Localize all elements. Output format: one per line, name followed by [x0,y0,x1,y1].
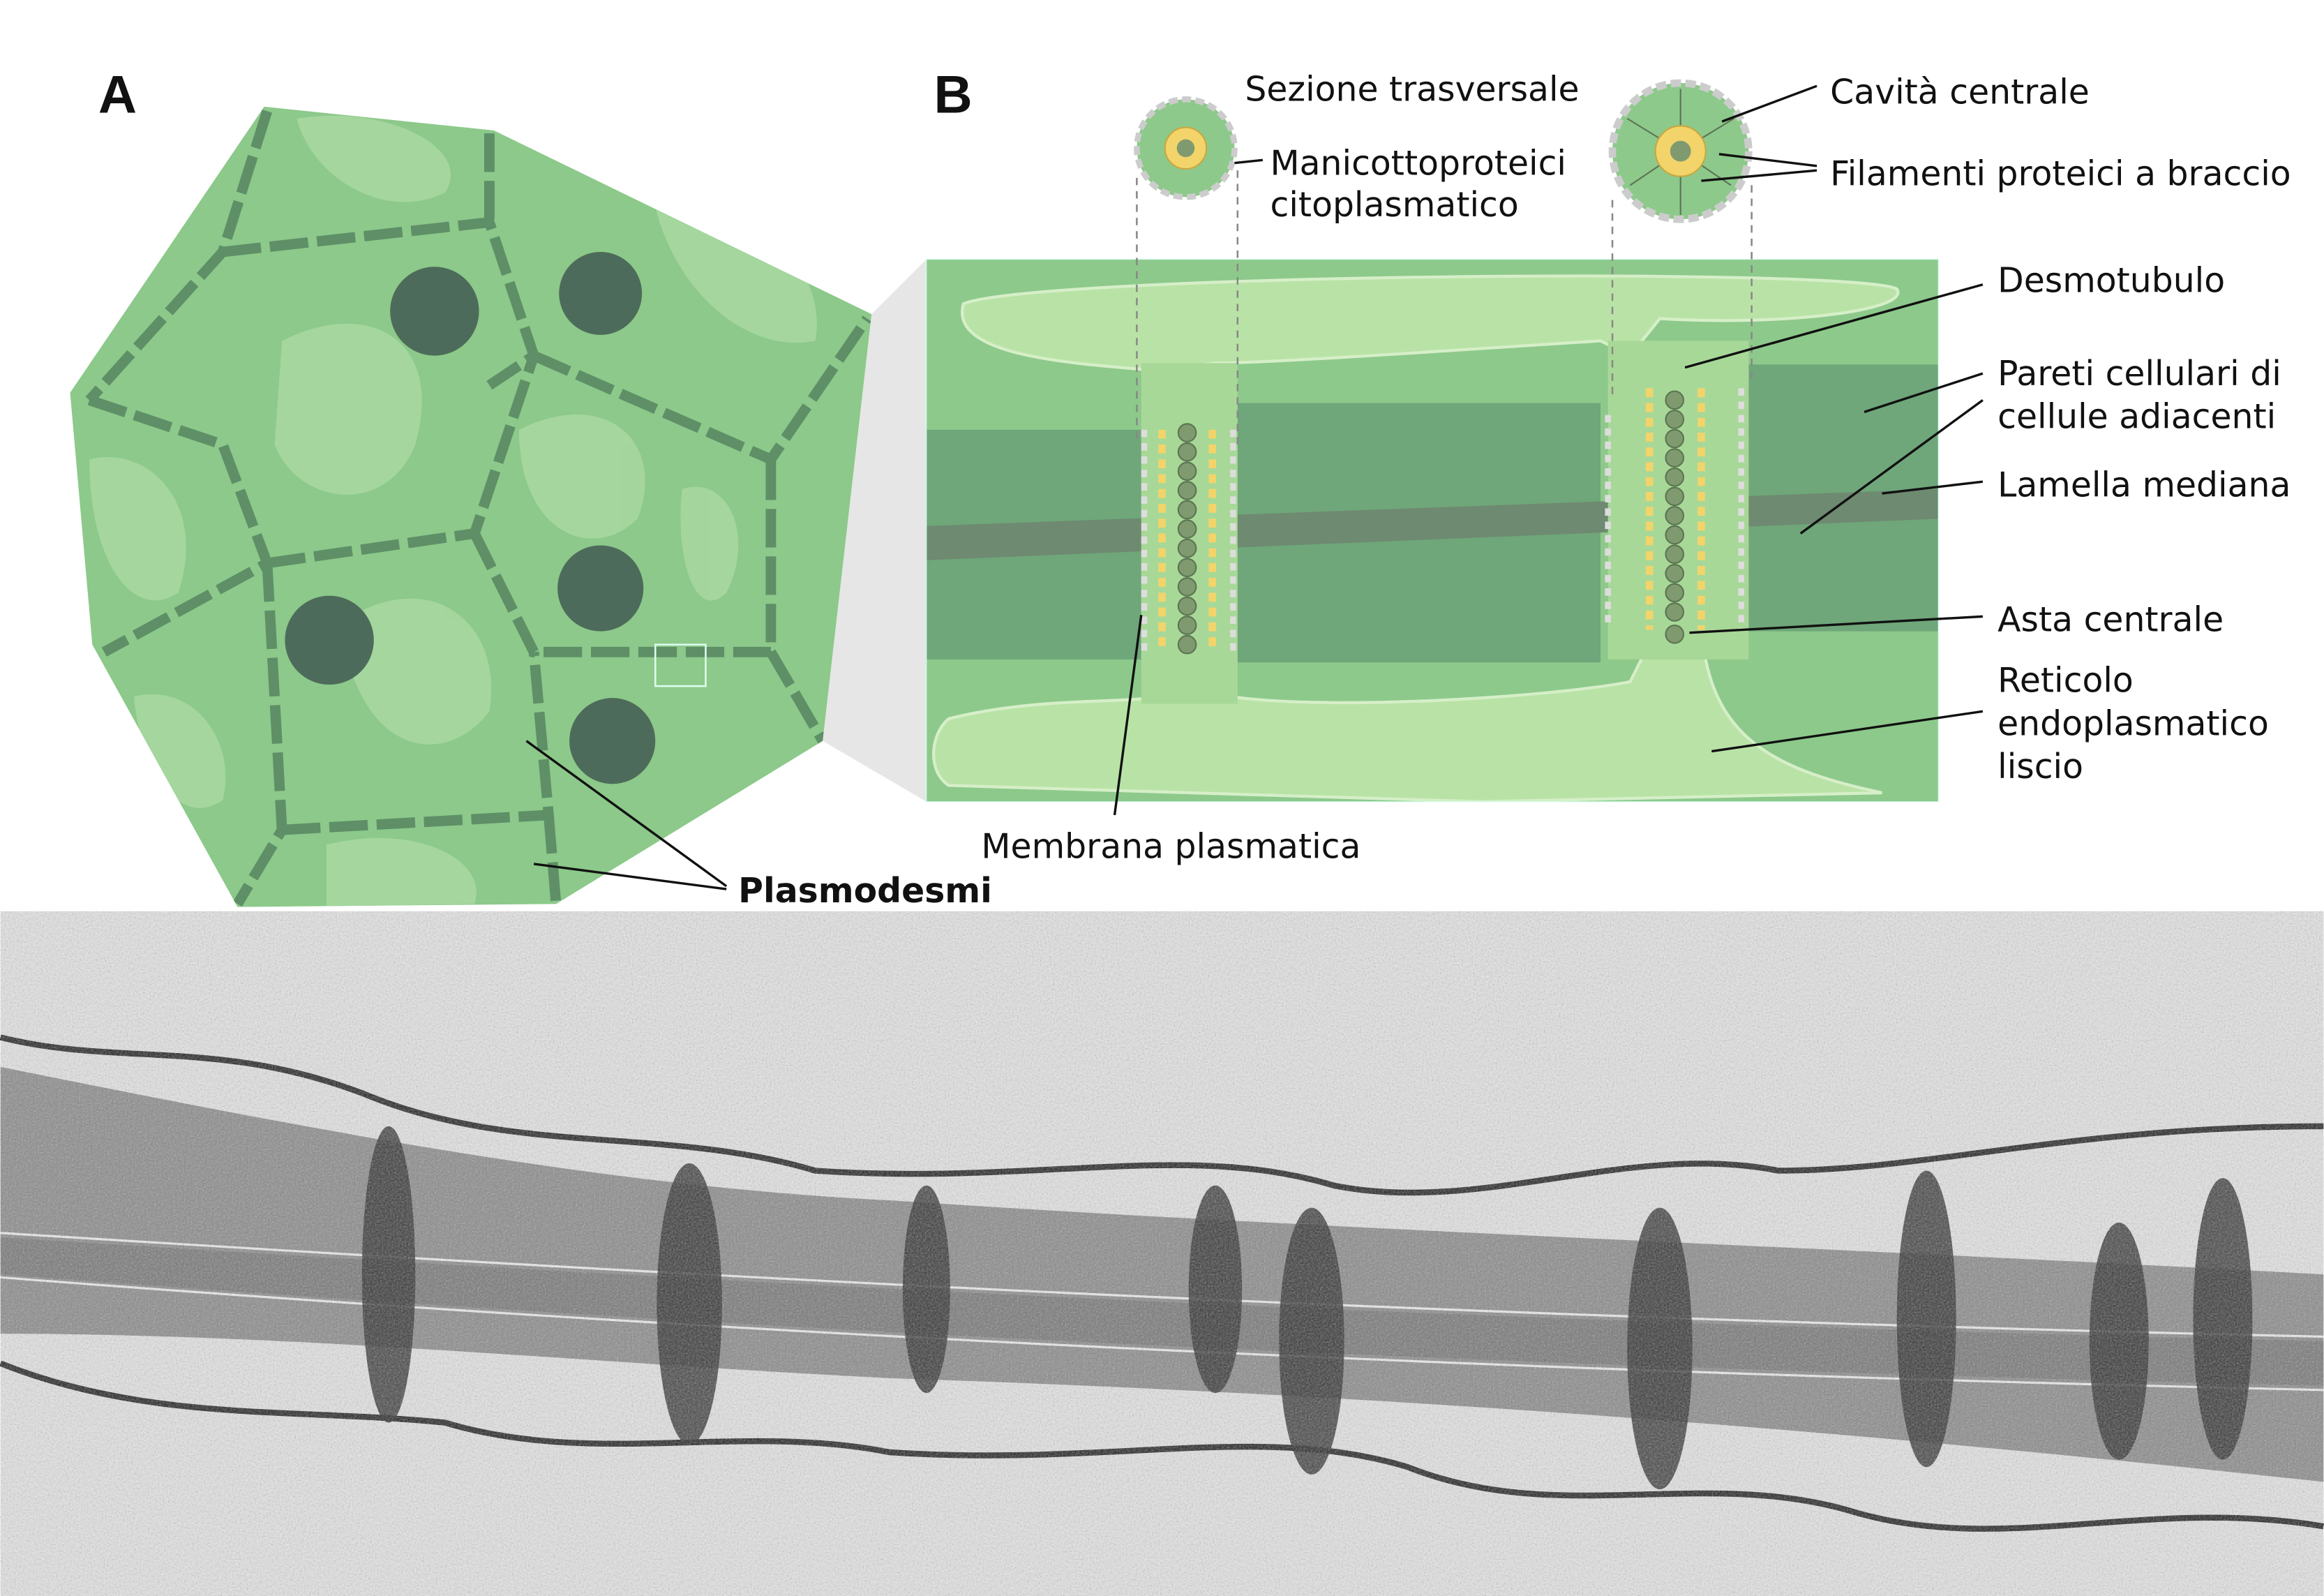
filamenti-leader [1701,153,1817,182]
cross-section-title: Sezione trasversale [1245,69,1579,109]
cross-section-large [1608,79,1753,223]
panel-a-cell-tissue: A [70,65,992,911]
panel-b-letter: B [934,65,972,124]
label-reticolo-line1: Reticolo [1997,661,2134,701]
membrana-leader [1113,615,1143,816]
lamella-leader [1882,480,1984,495]
label-asta-centrale: Asta centrale [1997,600,2224,640]
asta-leader [1689,615,1984,634]
micrograph-grain [0,911,2324,1596]
cavita-leader [1721,84,1817,123]
label-pareti-line1: Pareti cellulari di [1997,354,2281,394]
label-manicotto-line1: Manicottoproteici [1270,144,1566,184]
label-manicotto-line2: citoplasmatico [1270,185,1519,225]
label-membrana-plasmatica: Membrana plasmatica [981,827,1360,867]
plasmodesmi-leader-lines [525,740,728,890]
zoom-region-marker [654,643,707,687]
label-reticolo-line2: endoplasmatico [1997,703,2269,743]
reticolo-leader [1711,710,1984,753]
electron-micrograph [0,911,2324,1596]
label-pareti-line2: cellule adiacenti [1997,397,2276,437]
cell-walls [85,110,872,907]
desmotubulo-leader [1684,283,1984,369]
label-filamenti: Filamenti proteici a braccio [1830,154,2291,193]
pareti-leader [1799,372,1984,535]
label-lamella: Lamella mediana [1997,465,2291,505]
label-cavita-centrale: Cavità centrale [1830,73,2090,112]
er-upper [961,274,1900,373]
label-desmotubulo: Desmotubulo [1997,260,2225,300]
cross-section-small [1134,96,1238,200]
manicotto-leader [1234,158,1264,165]
zoom-cone [823,259,927,802]
projection-lines [1136,170,1753,445]
cell-vacuoles [89,115,817,907]
label-reticolo-line3: liscio [1997,747,2083,786]
protein-sleeves [1158,388,1705,652]
panel-a-letter: A [98,65,137,124]
plasmodesmi-label: Plasmodesmi [738,871,992,911]
nuclei [285,251,656,784]
central-rods [1177,390,1685,655]
panel-b-longitudinal-section: B Sezione trasversale [926,65,2291,867]
plasma-membranes [1141,388,1745,652]
